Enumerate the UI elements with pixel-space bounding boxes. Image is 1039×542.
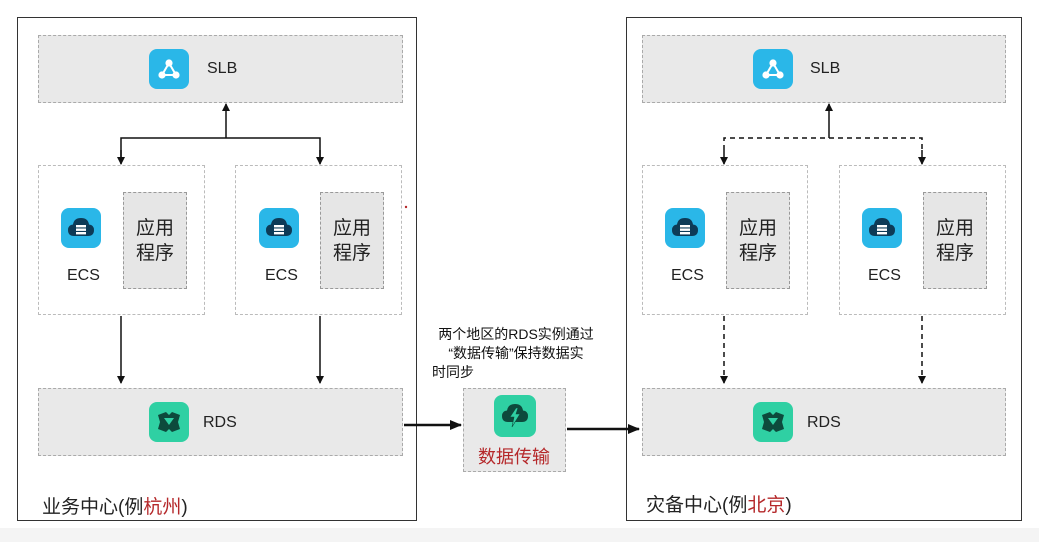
ecs-box-left-2: ECS 应用程序 <box>235 165 402 315</box>
region-title-left: 业务中心(例杭州) <box>42 492 188 519</box>
data-transmission-icon <box>494 395 536 437</box>
app-program-label: 应用程序 <box>135 217 174 264</box>
ecs-label: ECS <box>67 267 100 284</box>
ecs-cloud-server-icon <box>665 208 705 248</box>
region-title-suffix: ) <box>785 495 792 516</box>
ecs-label: ECS <box>868 267 901 284</box>
slb-box-right: SLB <box>642 35 1006 103</box>
bottom-strip <box>0 528 1039 542</box>
slb-box-left: SLB <box>38 35 403 103</box>
region-title-city: 杭州 <box>143 497 182 518</box>
rds-label: RDS <box>203 414 237 431</box>
sync-note-line-1: 两个地区的RDS实例通过 <box>438 326 594 342</box>
rds-database-icon <box>149 402 189 442</box>
region-title-suffix: ) <box>181 497 188 518</box>
region-title-city: 北京 <box>747 495 786 516</box>
ecs-label: ECS <box>671 267 704 284</box>
sync-note-line-2: “数据传输”保持数据实 <box>448 345 584 361</box>
region-title-prefix: 灾备中心(例 <box>646 495 748 516</box>
ecs-label: ECS <box>265 267 298 284</box>
rds-label: RDS <box>807 414 841 431</box>
ecs-box-left-1: ECS 应用程序 <box>38 165 205 315</box>
data-transmission-box: 数据传输 <box>463 388 566 472</box>
app-program-label: 应用程序 <box>738 217 777 264</box>
ecs-box-right-2: ECS 应用程序 <box>839 165 1006 315</box>
region-title-prefix: 业务中心(例 <box>42 497 144 518</box>
slb-network-icon <box>149 49 189 89</box>
app-program-box: 应用程序 <box>320 192 384 289</box>
rds-box-left: RDS <box>38 388 403 456</box>
data-transmission-label: 数据传输 <box>478 447 550 467</box>
app-program-box: 应用程序 <box>123 192 187 289</box>
ecs-cloud-server-icon <box>862 208 902 248</box>
app-program-label: 应用程序 <box>332 217 371 264</box>
ecs-cloud-server-icon <box>61 208 101 248</box>
region-title-right: 灾备中心(例北京) <box>646 490 792 517</box>
ecs-box-right-1: ECS 应用程序 <box>642 165 808 315</box>
slb-label: SLB <box>810 60 841 77</box>
rds-database-icon <box>753 402 793 442</box>
slb-network-icon <box>753 49 793 89</box>
sync-note-line-3: 时同步 <box>432 364 474 380</box>
rds-box-right: RDS <box>642 388 1006 456</box>
slb-label: SLB <box>207 60 238 77</box>
app-program-box: 应用程序 <box>923 192 987 289</box>
ecs-cloud-server-icon <box>259 208 299 248</box>
sync-note: 两个地区的RDS实例通过 “数据传输”保持数据实 时同步 <box>426 325 606 382</box>
app-program-label: 应用程序 <box>935 217 974 264</box>
app-program-box: 应用程序 <box>726 192 790 289</box>
